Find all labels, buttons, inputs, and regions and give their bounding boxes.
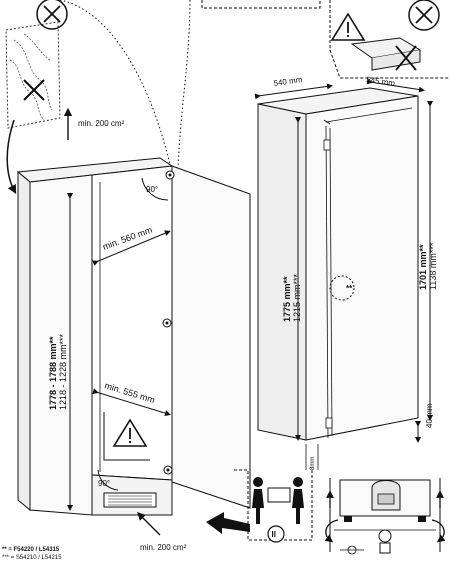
cabinet-height-main-label: 1778 - 1788 mm**: [48, 336, 58, 410]
legend-line-2: *** = S54210 / L54215: [2, 555, 62, 561]
warning-sign-icon: [103, 412, 150, 461]
vent-bottom-arrow: [137, 512, 161, 536]
rotate-arrow-icon: [431, 519, 446, 543]
side-gap-label: 8mm: [310, 457, 316, 470]
hinge-icon: [163, 465, 173, 475]
dim-line-lower-width: [92, 388, 171, 416]
hinge-mark-label: **: [346, 284, 353, 293]
cabinet-height-alt-label: 1218 - 1228 mm***: [58, 333, 68, 410]
width-label: 540 mm: [273, 75, 303, 88]
angle-bottom-label: 90°: [98, 479, 110, 488]
warning-sign-icon: [330, 12, 366, 41]
forbidden-cross-icon: [36, 0, 68, 30]
angle-arc-bottom: [97, 469, 119, 491]
hinge-callout-icon: [329, 275, 355, 301]
vent-bottom-label: min. 200 cm²: [140, 543, 187, 552]
dim-line-depth: [366, 78, 425, 93]
direction-arrow-icon: [206, 512, 250, 534]
cabinet-door: [171, 165, 251, 509]
hinge-detail-illustration: [350, 37, 422, 71]
cabinet: [16, 157, 174, 516]
vent-top-label: min. 200 cm²: [78, 119, 125, 128]
depth-label: 545 mm: [366, 75, 396, 88]
angle-arc-top: [141, 177, 169, 201]
appliance: [257, 87, 419, 441]
right-height-main-label: 1701 mm**: [418, 244, 428, 290]
bottom-gap-label: 40 mm: [425, 403, 434, 428]
legend-line-1: ** = F54220 / L54315: [2, 547, 60, 553]
angle-top-label: 90°: [146, 185, 158, 194]
dashed-detail-box: [329, 0, 450, 79]
appliance-height-main-label: 1775 mm**: [282, 276, 292, 322]
dashed-detail-box: [201, 0, 321, 9]
dashed-guide-line: [59, 0, 171, 166]
step-two-label: II: [272, 530, 276, 539]
step-two-badge: [267, 525, 285, 543]
right-height-alt-label: 1138 mm***: [428, 242, 438, 290]
hinge-icon: [165, 170, 175, 180]
appliance-height-alt-label: 1215 mm***: [292, 273, 302, 322]
hinge-icon: [162, 318, 172, 328]
no-wood-panel-icon: [5, 21, 61, 129]
rotate-arrow-icon: [324, 519, 339, 543]
curved-arrow-icon: [6, 119, 17, 194]
dashed-guide-line: [177, 0, 191, 171]
dim-line-width: [254, 83, 333, 100]
dim-line-inner-width: [92, 230, 171, 266]
leveling-feet-illustration: [329, 478, 441, 555]
forbidden-cross-icon: [408, 0, 440, 31]
dashed-detail-box: [234, 469, 313, 541]
two-person-carry-icon: [252, 477, 304, 524]
